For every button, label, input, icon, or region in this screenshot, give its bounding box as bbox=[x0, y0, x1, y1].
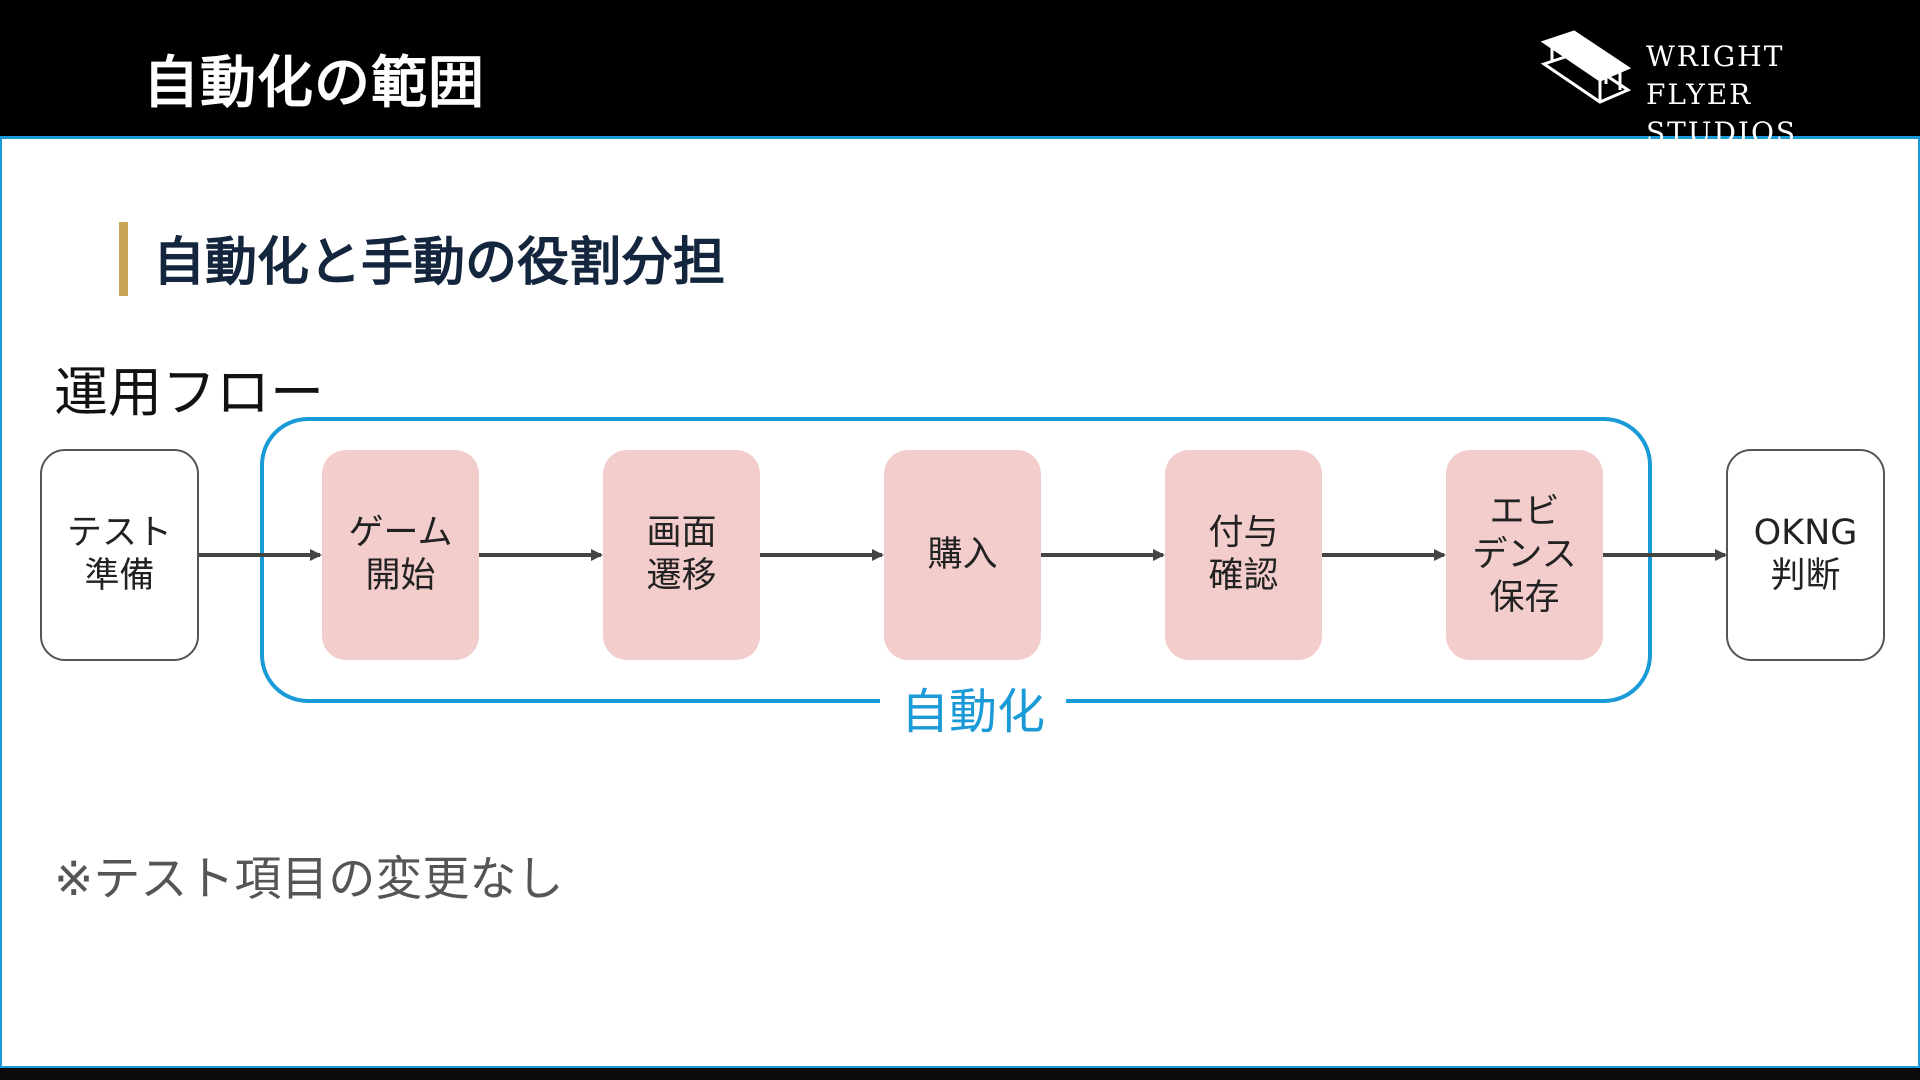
section-title: 自動化と手動の役割分担 bbox=[153, 233, 726, 293]
flow-step-label-4: 購入 bbox=[884, 450, 1041, 660]
flow-step-label-line: OKNG bbox=[1753, 513, 1858, 553]
flow-step-label-3: 画面遷移 bbox=[603, 450, 760, 660]
logo-line-1: WRIGHT FLYER bbox=[1646, 40, 1785, 111]
wright-flyer-biplane-icon bbox=[1540, 30, 1632, 104]
flow-step-label-line: 確認 bbox=[1208, 556, 1279, 596]
flow-step-box-3 bbox=[603, 450, 760, 660]
flow-step-label-2: ゲーム開始 bbox=[322, 450, 479, 660]
slide-title: 自動化の範囲 bbox=[143, 51, 485, 116]
flow-step-box-6 bbox=[1446, 450, 1603, 660]
header-divider bbox=[0, 136, 1920, 139]
footer-bar bbox=[0, 1068, 1920, 1080]
flow-step-label-5: 付与確認 bbox=[1165, 450, 1322, 660]
logo-wordmark: WRIGHT FLYER STUDIOS bbox=[1646, 38, 1898, 152]
flow-step-box-5 bbox=[1165, 450, 1322, 660]
flow-heading: 運用フロー bbox=[54, 361, 324, 424]
flow-step-box-2 bbox=[322, 450, 479, 660]
flow-step-box-7 bbox=[1726, 449, 1885, 661]
flow-step-label-line: 遷移 bbox=[646, 556, 717, 596]
section-accent-bar bbox=[119, 222, 128, 296]
automation-group-label: 自動化 bbox=[880, 680, 1066, 744]
flow-step-box-4 bbox=[884, 450, 1041, 660]
flow-step-label-line: 購入 bbox=[927, 534, 998, 575]
flow-step-label-6: エビデンス保存 bbox=[1446, 450, 1603, 660]
slide-border-right bbox=[1918, 137, 1920, 1067]
footnote: ※テスト項目の変更なし bbox=[54, 852, 564, 907]
flow-step-label-line: デンス bbox=[1472, 534, 1577, 575]
flow-step-label-line: ゲーム bbox=[348, 513, 453, 553]
flow-step-label-1: テスト準備 bbox=[41, 450, 198, 660]
flow-step-label-line: 画面 bbox=[646, 513, 717, 553]
flow-step-label-line: 判断 bbox=[1770, 556, 1841, 596]
flow-step-label-line: テスト bbox=[66, 513, 172, 553]
slide-border-left bbox=[0, 137, 2, 1067]
logo-line-2: STUDIOS bbox=[1646, 116, 1798, 149]
flow-step-label-line: 開始 bbox=[365, 556, 436, 596]
footer-divider bbox=[0, 1066, 1920, 1068]
flow-step-label-line: エビ bbox=[1489, 491, 1560, 532]
company-logo: WRIGHT FLYER STUDIOS bbox=[1538, 28, 1898, 149]
flow-step-label-line: 準備 bbox=[84, 556, 155, 596]
flow-step-box-1 bbox=[40, 449, 199, 661]
flow-step-label-line: 付与 bbox=[1208, 513, 1279, 553]
flow-step-label-line: 保存 bbox=[1489, 577, 1560, 618]
